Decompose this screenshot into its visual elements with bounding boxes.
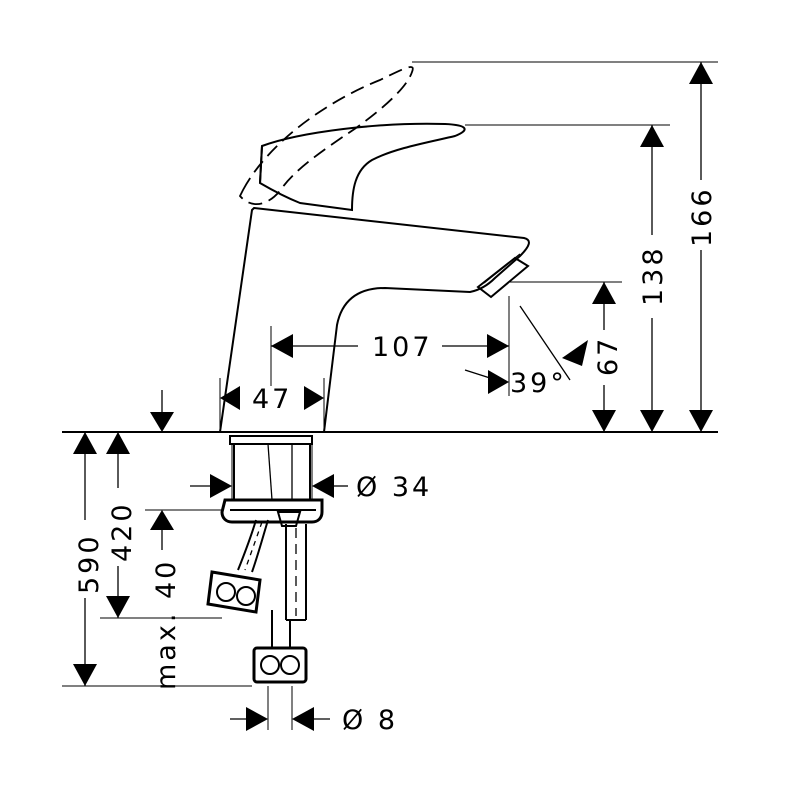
dimension-base-width: 47	[219, 378, 325, 432]
dimension-max-thickness-label: max. 40	[151, 559, 182, 690]
dimension-lever-height: 138	[465, 124, 670, 432]
dimension-spout-angle-label: 39°	[510, 368, 567, 399]
dimension-outlet-height-label: 67	[593, 336, 624, 376]
countertop-marker	[150, 390, 174, 432]
dimension-spout-reach-label: 107	[372, 332, 433, 363]
mounting-nut	[220, 498, 324, 527]
dimension-lever-height-label: 138	[638, 245, 669, 306]
hose-connector-upper	[206, 570, 262, 614]
dimension-hose-diameter-label: Ø 8	[342, 705, 398, 736]
dimension-overall-height: 166	[412, 61, 718, 432]
dimension-hose-to-connector-label: 420	[107, 501, 138, 562]
dimension-spout-reach: 107	[270, 296, 510, 396]
dimension-spout-angle: 39°	[464, 305, 588, 399]
dimension-hose-to-connector: 420	[100, 432, 222, 619]
dimension-hose-length-label: 590	[74, 533, 105, 594]
dimension-base-width-label: 47	[252, 384, 292, 415]
hose-connector-lower	[252, 646, 308, 684]
dimension-thread-diameter: Ø 34	[190, 444, 432, 503]
dimension-max-thickness: max. 40	[145, 509, 222, 690]
dimension-outlet-height: 67	[510, 281, 624, 432]
dimension-hose-diameter: Ø 8	[230, 686, 398, 736]
threaded-rod	[285, 524, 307, 621]
dimension-hose-length: 590	[62, 432, 252, 687]
supply-hose-left	[237, 519, 269, 573]
dimension-overall-height-label: 166	[687, 186, 718, 247]
faucet-body	[218, 66, 530, 501]
dimension-thread-diameter-label: Ø 34	[356, 472, 432, 503]
supply-hose-right	[271, 610, 291, 648]
